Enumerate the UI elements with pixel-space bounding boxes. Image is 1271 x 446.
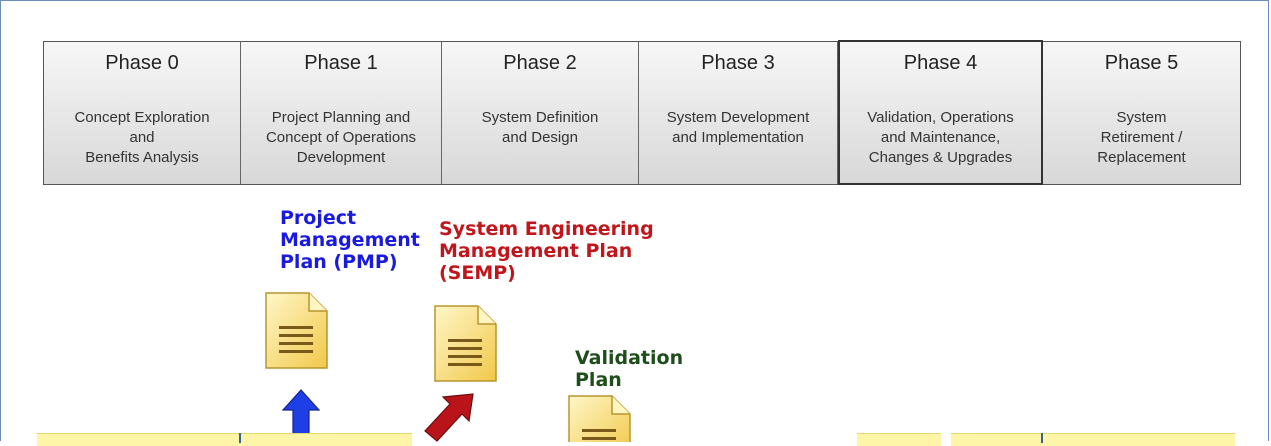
phase-title: Phase 2 (503, 52, 577, 74)
phase-title: Phase 1 (304, 52, 378, 74)
phase-title: Phase 3 (701, 52, 775, 74)
document-icon (568, 395, 631, 442)
bar-divider (1041, 433, 1043, 443)
document-icon (265, 292, 328, 369)
bar-divider (239, 433, 241, 443)
activity-bar (37, 433, 412, 446)
up-arrow-icon (281, 389, 321, 435)
activity-bar (857, 433, 941, 446)
phase-cell-4: Phase 4 Validation, Operations and Maint… (838, 40, 1043, 185)
phase-cell-0: Phase 0 Concept Exploration and Benefits… (44, 42, 241, 184)
activity-bar (951, 433, 1235, 446)
phase-description: Validation, Operations and Maintenance, … (867, 109, 1014, 166)
phase-description: System Definition and Design (481, 109, 599, 146)
phase-title: Phase 0 (105, 52, 179, 74)
diagonal-arrow-icon (424, 393, 474, 442)
phase-description: Project Planning and Concept of Operatio… (265, 109, 417, 166)
phase-title: Phase 5 (1104, 52, 1179, 74)
phase-cell-3: Phase 3 System Development and Implement… (639, 42, 838, 184)
phase-description: System Retirement / Replacement (1097, 109, 1186, 166)
phase-cell-2: Phase 2 System Definition and Design (442, 42, 639, 184)
validation-plan-label: Validation Plan (575, 347, 684, 391)
phase-cell-5: Phase 5 System Retirement / Replacement (1043, 42, 1240, 184)
semp-label: System Engineering Management Plan (SEMP… (439, 218, 654, 284)
phase-title: Phase 4 (903, 52, 978, 74)
phase-table: Phase 0 Concept Exploration and Benefits… (43, 40, 1241, 185)
phase-cell-1: Phase 1 Project Planning and Concept of … (241, 42, 442, 184)
phase-description: Concept Exploration and Benefits Analysi… (74, 109, 210, 166)
document-icon (434, 305, 497, 382)
phase-description: System Development and Implementation (666, 109, 810, 146)
pmp-label: Project Management Plan (PMP) (280, 207, 420, 273)
